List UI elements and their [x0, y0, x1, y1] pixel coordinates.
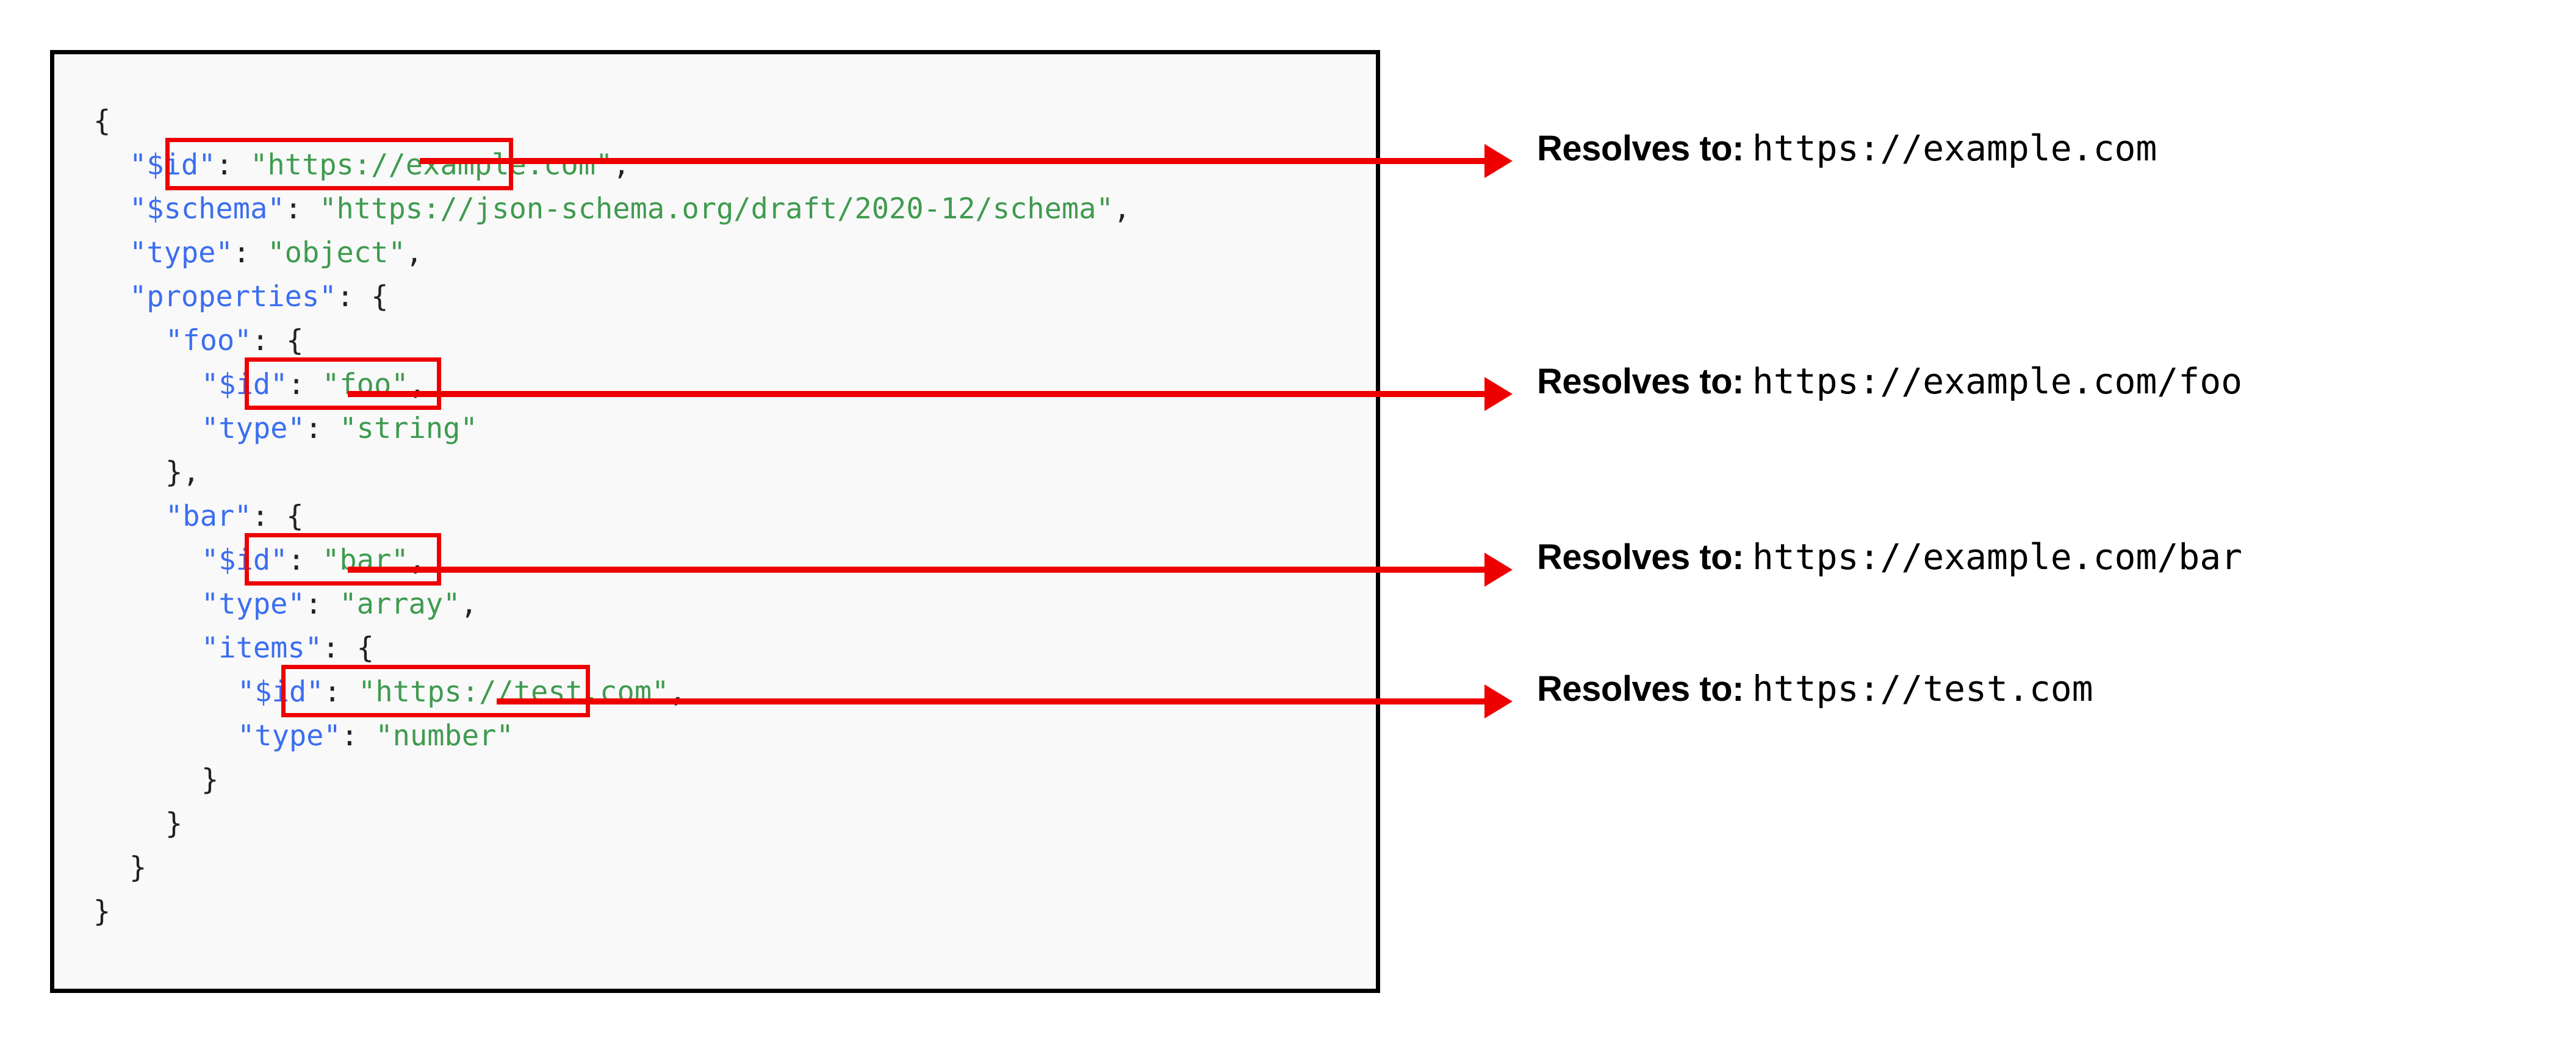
resolves-to-label: Resolves to: [1537, 537, 1744, 577]
code-line: "$schema": "https://json-schema.org/draf… [93, 187, 1131, 231]
json-punctuation: , [405, 236, 423, 270]
json-key: "$id" [237, 675, 324, 709]
resolves-to-annotation: Resolves to:https://test.com [1537, 671, 2093, 707]
json-string: "string" [339, 412, 478, 445]
code-line: } [93, 890, 1131, 934]
json-string: "https://example.com" [250, 148, 613, 182]
code-line: { [93, 99, 1131, 143]
json-key: "items" [201, 631, 323, 665]
code-line: } [93, 846, 1131, 890]
json-key: "$id" [129, 148, 216, 182]
json-code-block: {"$id": "https://example.com","$schema":… [93, 99, 1131, 934]
json-punctuation: , [460, 587, 478, 621]
json-punctuation: : { [336, 280, 389, 314]
code-line: "foo": { [93, 319, 1131, 363]
json-punctuation: : [232, 236, 268, 270]
code-line: "$id": "bar", [93, 539, 1131, 582]
resolves-to-label: Resolves to: [1537, 362, 1744, 401]
json-punctuation: } [129, 851, 147, 884]
json-punctuation: , [613, 148, 630, 182]
json-punctuation: : [323, 675, 359, 709]
json-punctuation: : [287, 368, 323, 401]
json-string: "object" [267, 236, 406, 270]
json-key: "bar" [165, 500, 252, 533]
json-string: "array" [339, 587, 461, 621]
code-line: } [93, 758, 1131, 802]
json-punctuation: : [215, 148, 251, 182]
json-punctuation: : { [251, 324, 304, 357]
resolved-uri-value: https://test.com [1752, 668, 2093, 709]
json-punctuation: : [304, 412, 340, 445]
resolved-uri-value: https://example.com/foo [1752, 360, 2243, 402]
json-string: "https://json-schema.org/draft/2020-12/s… [319, 192, 1114, 226]
json-key: "$id" [201, 543, 288, 577]
code-line: } [93, 802, 1131, 846]
code-line: "type": "object", [93, 231, 1131, 275]
json-punctuation: : [287, 543, 323, 577]
json-punctuation: }, [165, 456, 200, 489]
json-key: "$schema" [129, 192, 285, 226]
json-key: "type" [201, 587, 305, 621]
json-punctuation: } [201, 763, 219, 797]
code-line: "$id": "foo", [93, 363, 1131, 407]
json-key: "type" [201, 412, 305, 445]
json-punctuation: : [304, 587, 340, 621]
json-punctuation: } [165, 807, 183, 840]
json-punctuation: : { [322, 631, 374, 665]
connector-items [497, 698, 1484, 704]
connector-items-arrowhead-icon [1484, 684, 1513, 719]
json-punctuation: { [93, 104, 111, 138]
resolves-to-label: Resolves to: [1537, 669, 1744, 709]
code-line: "type": "array", [93, 582, 1131, 626]
resolved-uri-value: https://example.com/bar [1752, 536, 2243, 578]
code-line: }, [93, 451, 1131, 495]
json-code-panel: {"$id": "https://example.com","$schema":… [50, 50, 1380, 993]
json-key: "properties" [129, 280, 337, 314]
code-line: "items": { [93, 626, 1131, 670]
connector-foo-arrowhead-icon [1484, 377, 1513, 411]
json-punctuation: : { [251, 500, 304, 533]
json-string: "number" [375, 719, 514, 753]
connector-foo [348, 391, 1484, 397]
connector-bar [348, 567, 1484, 573]
json-key: "$id" [201, 368, 288, 401]
json-punctuation: : [284, 192, 320, 226]
json-punctuation: , [1113, 192, 1131, 226]
json-punctuation: } [93, 895, 111, 928]
code-line: "properties": { [93, 275, 1131, 319]
json-key: "foo" [165, 324, 252, 357]
resolves-to-label: Resolves to: [1537, 129, 1744, 168]
json-key: "type" [129, 236, 233, 270]
resolves-to-annotation: Resolves to:https://example.com/foo [1537, 364, 2242, 400]
connector-root-arrowhead-icon [1484, 144, 1513, 178]
code-line: "bar": { [93, 495, 1131, 539]
resolves-to-annotation: Resolves to:https://example.com/bar [1537, 539, 2242, 575]
resolved-uri-value: https://example.com [1752, 127, 2157, 169]
resolves-to-annotation: Resolves to:https://example.com [1537, 131, 2157, 167]
json-punctuation: : [340, 719, 376, 753]
code-line: "type": "string" [93, 407, 1131, 451]
connector-bar-arrowhead-icon [1484, 553, 1513, 587]
code-line: "$id": "https://example.com", [93, 143, 1131, 187]
json-key: "type" [237, 719, 341, 753]
connector-root [420, 158, 1484, 164]
code-line: "type": "number" [93, 714, 1131, 758]
code-line: "$id": "https://test.com", [93, 670, 1131, 714]
